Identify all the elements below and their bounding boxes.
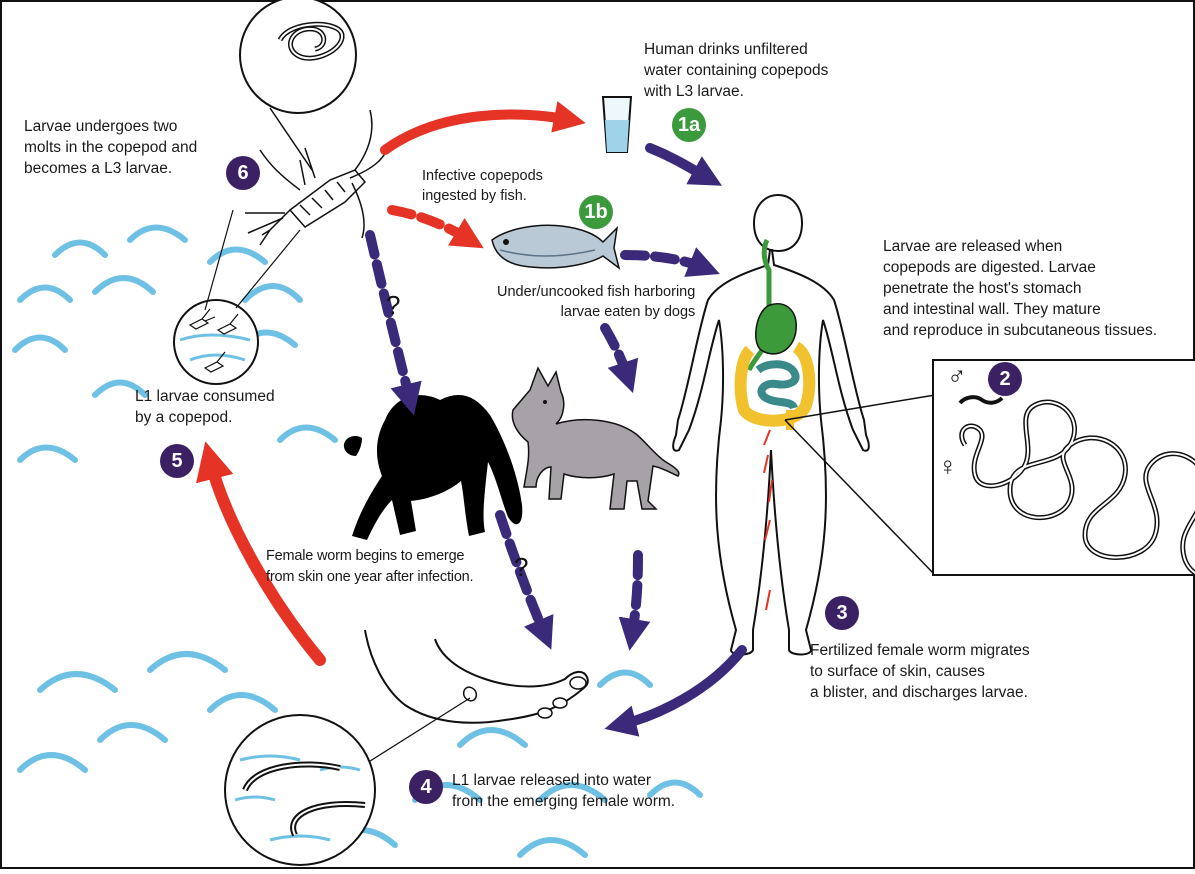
arrow-human-to-water [620,650,742,725]
arrow-fish-to-dog [605,328,628,378]
male-symbol: ♂ [947,362,967,390]
step-1b-badge: 1b [579,195,613,229]
foot-icon [340,630,588,780]
monkey-silhouette [344,395,522,540]
caption-step1a: Human drinks unfiltered water containing… [644,39,828,102]
caption-step1b-ingest: Infective copepods ingested by fish. [422,166,543,206]
caption-step2: Larvae are released when copepods are di… [883,236,1157,341]
caption-emerge: Female worm begins to emerge from skin o… [266,546,473,588]
arrow-fish-to-human [625,255,705,268]
caption-step4: L1 larvae released into water from the e… [452,770,675,812]
female-symbol: ♀ [938,452,958,480]
caption-step6: Larvae undergoes two molts in the copepo… [24,116,197,179]
arrow-copepod-to-glass [385,114,570,150]
step-1a-badge: 1a [672,108,706,142]
copepod-zoom-circle [174,210,300,384]
step-6-badge: 6 [226,156,260,190]
fish-icon [492,225,619,268]
arrow-copepod-to-fish [392,210,470,240]
larvae-zoom-circle [225,715,375,865]
arrow-glass-to-human [650,148,708,178]
caption-step1b-dogs: Under/uncooked fish harboring larvae eat… [497,282,695,322]
dog-icon [512,368,679,509]
step-2-badge: 2 [988,362,1022,396]
step-4-badge: 4 [409,770,443,804]
worm-larva-zoom [240,0,356,170]
unknown-monkey-path-mark: ? [386,290,400,321]
unknown-monkey-to-human-mark: ? [514,552,528,583]
glass-of-water-icon [603,97,631,152]
arrow-dog-to-foot [632,555,638,635]
step-3-badge: 3 [825,596,859,630]
step-5-badge: 5 [160,444,194,478]
caption-step5: L1 larvae consumed by a copepod. [135,386,275,428]
copepod-icon [245,110,390,245]
caption-step3: Fertilized female worm migrates to surfa… [810,640,1030,703]
